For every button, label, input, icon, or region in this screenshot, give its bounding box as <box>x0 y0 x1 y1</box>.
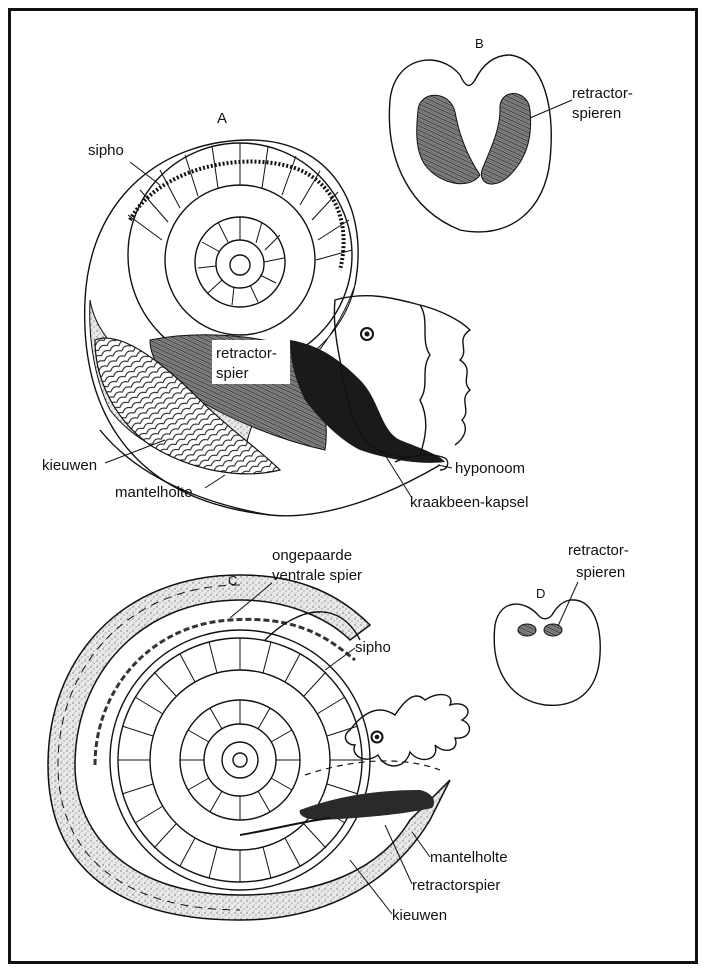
panel-b-cross-section: B retractor- spieren <box>389 36 632 232</box>
panel-c-letter: C <box>228 573 237 588</box>
panel-a-whorl-2 <box>165 185 315 335</box>
panel-a-letter: A <box>217 110 227 127</box>
panel-b-letter: B <box>475 36 484 51</box>
panel-c-label-ongepaarde-1: ongepaarde <box>272 547 352 564</box>
panel-b-muscle-left <box>417 95 480 183</box>
panel-d-cross-section: D retractor- spieren <box>494 542 629 705</box>
panel-b-muscle-right <box>481 94 530 185</box>
panel-c-label-kieuwen: kieuwen <box>392 907 447 924</box>
panel-c-whorl-4 <box>204 724 276 796</box>
panel-a-label-mantelholte: mantelholte <box>115 484 193 501</box>
panel-a-leader-hyponoom <box>438 465 452 468</box>
panel-c-pupil <box>375 735 380 740</box>
panel-c-label-mantelholte: mantelholte <box>430 849 508 866</box>
panel-a-whorl-5 <box>230 255 250 275</box>
panel-a-label-kraakbeen: kraakbeen-kapsel <box>410 494 528 511</box>
panel-c-retractor-tail <box>240 818 330 835</box>
panel-d-letter: D <box>536 586 545 601</box>
panel-d-label-1: retractor- <box>568 542 629 559</box>
panel-a-leader-mantelholte <box>205 475 225 488</box>
panel-b-label-2: spieren <box>572 105 621 122</box>
panel-c-septa <box>118 638 362 882</box>
panel-a-leader-sipho <box>130 162 160 185</box>
panel-a-label-hyponoom: hyponoom <box>455 460 525 477</box>
panel-b-label-1: retractor- <box>572 85 633 102</box>
panel-a-pupil <box>365 332 370 337</box>
panel-a-label-sipho: sipho <box>88 142 124 159</box>
panel-d-muscle-left <box>518 624 536 636</box>
panel-c-head <box>345 695 469 766</box>
panel-c-label-retractorspier: retractorspier <box>412 877 500 894</box>
panel-c-leader-mantelholte <box>412 832 430 857</box>
panel-a-leader-kieuwen <box>105 440 165 463</box>
panel-b-leader <box>530 100 572 118</box>
panel-a-tentacles <box>420 305 470 445</box>
panel-a-label-retractor-2: spier <box>216 365 249 382</box>
panel-d-label-2: spieren <box>576 564 625 581</box>
panel-a-septa <box>128 143 352 305</box>
panel-c-whorl-1b <box>118 638 362 882</box>
panel-a-whorl-4 <box>216 240 264 288</box>
panel-d-outline <box>494 600 600 705</box>
panel-c-label-sipho: sipho <box>355 639 391 656</box>
panel-c-label-ongepaarde-2: ventrale spier <box>272 567 362 584</box>
panel-d-muscle-right <box>544 624 562 636</box>
panel-c-aperture <box>305 761 440 775</box>
panel-c-body-coil <box>48 575 450 920</box>
panel-c-ventral-muscle <box>95 619 355 765</box>
panel-a-label-kieuwen: kieuwen <box>42 457 97 474</box>
panel-c-leader-sipho <box>325 648 355 670</box>
panel-c-whorl-5 <box>222 742 258 778</box>
panel-c-ammonite: C ongepaarde ventrale spier sipho mantel… <box>48 547 508 924</box>
panel-a-label-retractor-1: retractor- <box>216 345 277 362</box>
panel-c-whorl-6 <box>233 753 247 767</box>
